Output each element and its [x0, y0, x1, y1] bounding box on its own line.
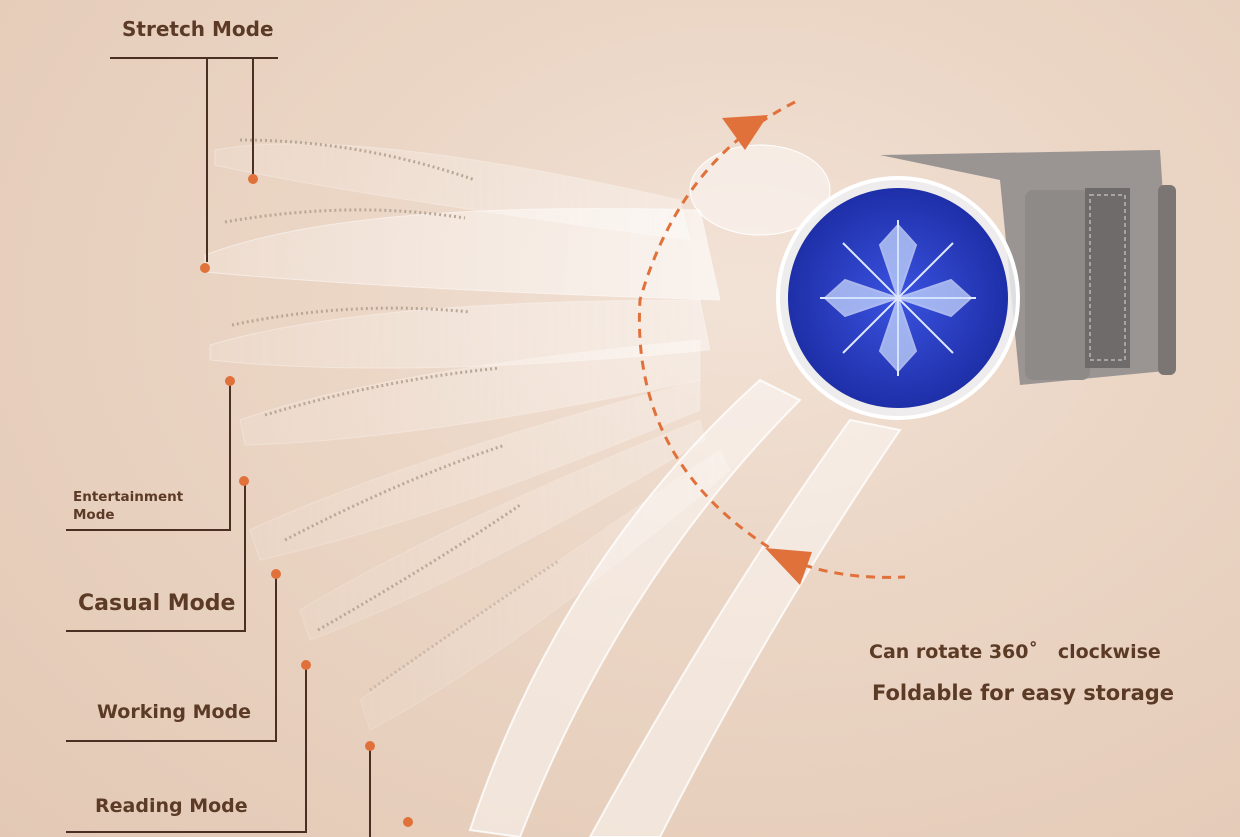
feature-rotate: Can rotate 360˚ clockwise [869, 641, 1161, 663]
bristle-pads [224, 138, 561, 692]
neck-strap [880, 150, 1176, 385]
main-arms [468, 378, 902, 837]
feature-foldable: Foldable for easy storage [872, 681, 1175, 705]
label-entertainment-mode: Entertainment Mode [73, 489, 184, 523]
ghost-arms [204, 143, 731, 731]
label-working-mode: Working Mode [97, 701, 252, 723]
rotation-arrow-icon [637, 100, 906, 585]
hinge [689, 144, 831, 236]
snowflake-icon [820, 220, 976, 376]
leader-dots [200, 174, 413, 827]
leader-lines [66, 57, 371, 837]
label-stretch-mode: Stretch Mode [122, 17, 274, 41]
label-casual-mode: Casual Mode [78, 591, 236, 616]
label-reading-mode: Reading Mode [95, 795, 248, 817]
